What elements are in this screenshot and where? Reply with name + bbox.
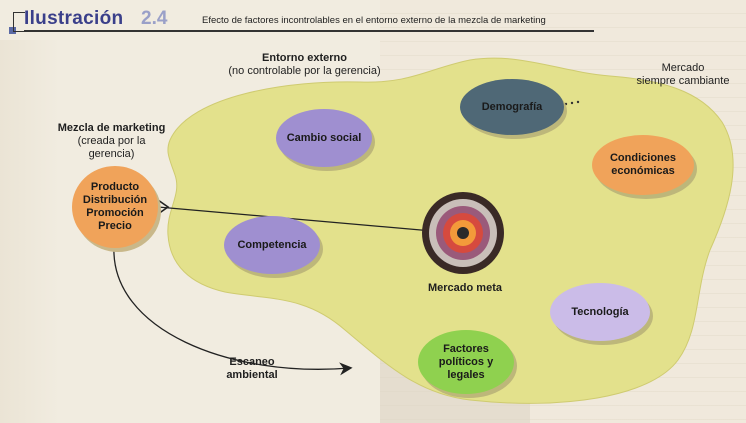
leader-dot: [564, 102, 568, 106]
leader-dot: [570, 101, 574, 105]
external-environment-title: Entorno externo: [262, 52, 347, 64]
technology-label: Tecnología: [571, 305, 629, 318]
political-label-line3: legales: [447, 368, 485, 381]
environmental-scan-label: Escaneo ambiental: [212, 356, 292, 382]
header-marker: [9, 27, 16, 34]
leader-dot: [576, 100, 580, 104]
figure-header: Ilustración 2.4 Efecto de factores incon…: [0, 0, 746, 36]
scan-label-line1: Escaneo: [229, 356, 275, 368]
target-market-label: Mercado meta: [428, 282, 502, 294]
figure-number: 2.4: [141, 8, 168, 29]
marketing-mix-label: Mezcla de marketing (creada por la geren…: [44, 122, 179, 161]
political-label-line1: Factores: [443, 342, 489, 355]
economic-conditions-oval: Condiciones económicas: [592, 135, 694, 195]
changing-market-label: Mercado siempre cambiante: [618, 62, 746, 88]
environmental-scan-arrow: [113, 245, 353, 376]
competition-label: Competencia: [237, 238, 307, 251]
mix-item-product: Producto: [90, 181, 140, 193]
header-bracket: [13, 12, 25, 32]
marketing-mix-oval: Producto Distribución Promoción Precio: [72, 166, 158, 248]
arrow-chevron: [157, 199, 170, 215]
political-legal-oval: Factores políticos y legales: [418, 330, 514, 394]
mix-to-target-arrow: [157, 206, 456, 234]
mix-item-promotion: Promoción: [86, 207, 144, 219]
competition-oval: Competencia: [224, 216, 320, 274]
external-environment-label: Entorno externo (no controlable por la g…: [212, 52, 397, 78]
marketing-mix-subtitle2: gerencia): [88, 148, 135, 160]
mix-item-distribution: Distribución: [82, 194, 148, 206]
mix-item-price: Precio: [98, 220, 132, 232]
external-environment-subtitle: (no controlable por la gerencia): [228, 65, 381, 77]
changing-market-line1: Mercado: [661, 62, 705, 74]
demographics-label: Demografía: [481, 100, 543, 113]
figure-caption: Efecto de factores incontrolables en el …: [202, 15, 546, 26]
changing-market-line2: siempre cambiante: [636, 75, 730, 87]
demographics-oval: Demografía: [460, 79, 564, 135]
scan-label-line2: ambiental: [226, 369, 278, 381]
social-change-label: Cambio social: [286, 131, 362, 144]
social-change-oval: Cambio social: [276, 109, 372, 167]
economic-label-line2: económicas: [611, 165, 675, 177]
target-bullseye: [422, 192, 504, 274]
economic-label-line1: Condiciones: [609, 152, 676, 164]
marketing-mix-title: Mezcla de marketing: [57, 122, 166, 134]
background-left-page: [0, 40, 60, 423]
technology-oval: Tecnología: [550, 283, 650, 341]
figure-title: Ilustración: [24, 8, 124, 29]
political-label-line2: políticos y: [438, 355, 494, 368]
marketing-mix-subtitle1: (creada por la: [77, 135, 146, 147]
header-rule: [24, 30, 594, 32]
